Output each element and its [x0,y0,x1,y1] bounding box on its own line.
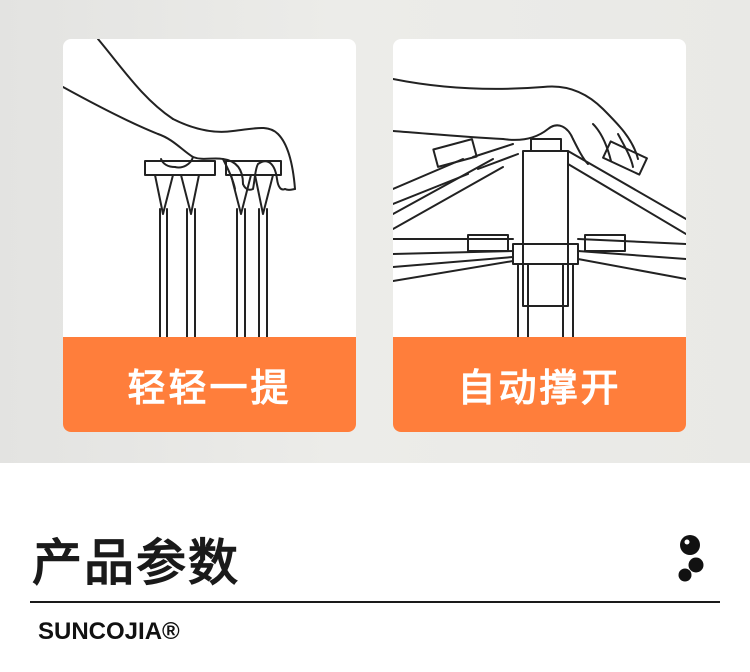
frame-auto-opening-illustration [393,78,686,339]
feature-card-lift: 轻轻一提 [63,39,356,432]
hand-lifting-frame-illustration [63,39,296,339]
section-divider [30,601,720,603]
section-title: 产品参数 [32,534,240,592]
brand-name: SUNCOJIA® [38,618,180,645]
three-dots-icon [678,535,704,582]
card-label-lift: 轻轻一提 [63,337,356,432]
card-label-auto-open: 自动撑开 [393,337,686,432]
feature-card-auto-open: 自动撑开 [393,39,686,432]
